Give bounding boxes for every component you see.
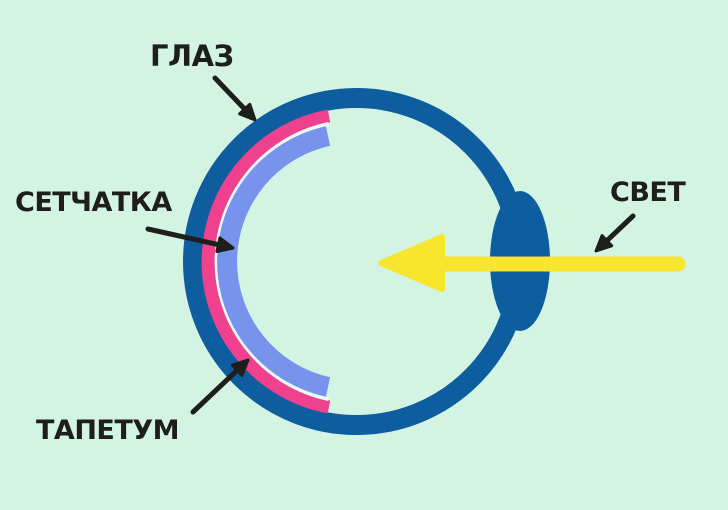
layer-gap-arc — [214, 122, 329, 401]
retina-layer-arc — [217, 126, 331, 397]
retina-pointer-head — [215, 236, 235, 253]
label-eye: ГЛАЗ — [150, 39, 234, 73]
label-light: СВЕТ — [610, 177, 686, 208]
light-arrow-head — [378, 234, 445, 292]
light-pointer-arrow — [594, 213, 636, 253]
label-retina: СЕТЧАТКА — [15, 187, 172, 218]
retina-pointer-arrow — [145, 226, 235, 253]
tapetum-pointer-arrow — [190, 358, 250, 415]
tapetum-pointer-head — [230, 358, 250, 377]
eye-pointer-line — [212, 75, 248, 112]
tapetum-layer-arc — [201, 109, 331, 414]
eye-pointer-arrow — [212, 75, 257, 122]
retina-pointer-line — [145, 226, 221, 248]
light-arrow — [378, 234, 686, 292]
label-tapetum: ТАПЕТУМ — [36, 415, 179, 446]
light-pointer-line — [604, 213, 636, 244]
tapetum-pointer-line — [190, 367, 240, 415]
light-pointer-head — [594, 234, 614, 253]
eye-pointer-head — [238, 102, 257, 122]
